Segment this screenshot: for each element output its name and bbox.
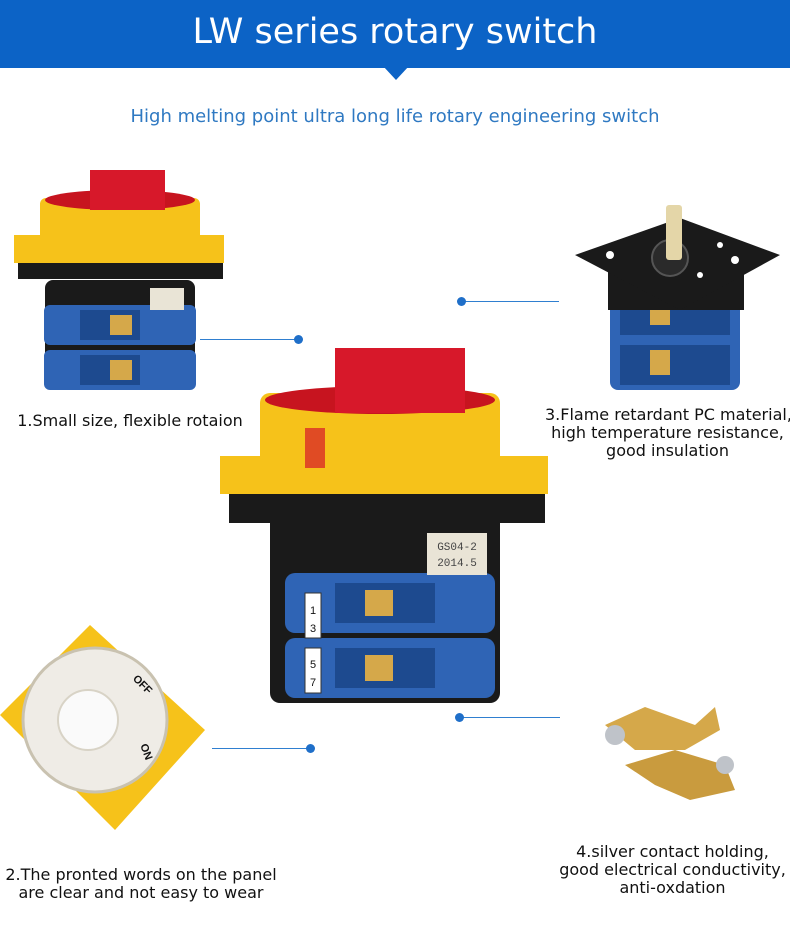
page-title: LW series rotary switch (192, 12, 598, 52)
feature-1-line-1: 1.Small size, flexible rotaion (17, 411, 243, 430)
feature-4-line-1: 4.silver contact holding, (576, 842, 769, 861)
feature-caption-1: 1.Small size, flexible rotaion (14, 412, 246, 430)
feature-4-line-3: anti-oxdation (619, 878, 726, 897)
terminal-number-1: 1 (310, 605, 316, 617)
feature-3-line-1: 3.Flame retardant PC material, (545, 405, 790, 424)
black-base-switch-image (575, 205, 780, 390)
main-switch-image: 1 3 5 7 GS04-2 2014.5 (220, 348, 548, 703)
terminal-number-3: 3 (310, 623, 316, 635)
leader-line-4 (460, 717, 560, 718)
date-label: 2014.5 (437, 558, 477, 570)
feature-2-line-2: are clear and not easy to wear (18, 883, 264, 902)
leader-line-3 (462, 301, 559, 302)
leader-dot-3 (457, 297, 466, 306)
feature-3-line-3: good insulation (606, 441, 729, 460)
dial-on-marking: ON (137, 742, 154, 762)
small-switch-image (14, 170, 224, 390)
feature-caption-2: 2.The pronted words on the panel are cle… (0, 866, 282, 902)
banner-pointer (383, 66, 409, 80)
leader-dot-2 (306, 744, 315, 753)
feature-4-line-2: good electrical conductivity, (559, 860, 786, 879)
feature-2-line-1: 2.The pronted words on the panel (5, 865, 277, 884)
leader-dot-4 (455, 713, 464, 722)
terminal-number-7: 7 (310, 677, 316, 689)
leader-line-2 (212, 748, 310, 749)
page-subtitle: High melting point ultra long life rotar… (130, 106, 660, 127)
feature-3-line-2: high temperature resistance, (551, 423, 784, 442)
header-banner: LW series rotary switch (0, 0, 790, 68)
leader-dot-1 (294, 335, 303, 344)
feature-caption-3: 3.Flame retardant PC material, high temp… (545, 406, 790, 460)
silver-contacts-image (605, 707, 735, 800)
feature-caption-4: 4.silver contact holding, good electrica… (555, 843, 790, 897)
dial-cover-image: OFF ON (0, 625, 205, 830)
model-label: GS04-2 (437, 542, 477, 554)
terminal-number-5: 5 (310, 659, 316, 671)
leader-line-1 (200, 339, 298, 340)
